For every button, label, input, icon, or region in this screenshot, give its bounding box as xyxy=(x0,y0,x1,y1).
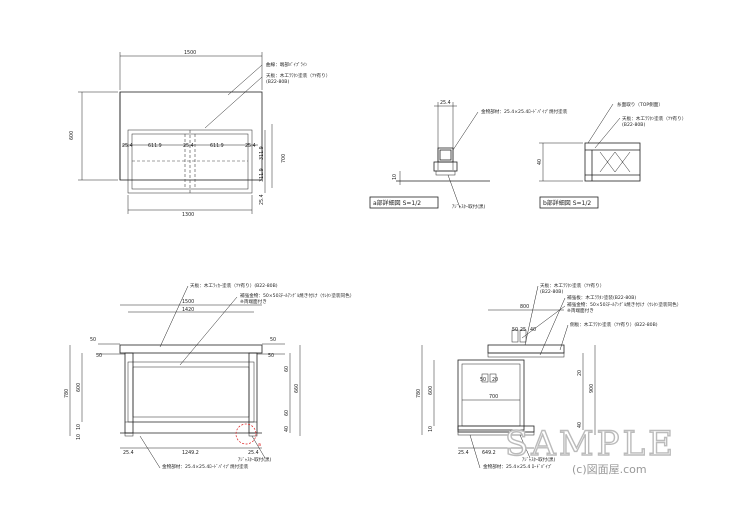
front-dim-600: 600 xyxy=(76,383,82,392)
detail-a-note-adjuster: ｱｼﾞｬｽﾀｰ取付(黒) xyxy=(452,203,486,210)
detail-a-dim-side: 10 xyxy=(392,174,398,180)
watermark: SAMPLE (c)図面屋.com xyxy=(504,423,676,476)
side-note-top-code: (B22-80B) xyxy=(540,289,563,295)
watermark-sample: SAMPLE xyxy=(505,424,676,464)
front-note-reinforce2: ※両端面付き xyxy=(240,298,267,305)
front-dim-post-right: 25.4 xyxy=(248,450,259,456)
front-note-top: 天板：木工ﾗｯｶｰ塗装（ﾂﾔ有り）(B22-80B) xyxy=(190,282,278,289)
front-note-adjuster: ｱｼﾞｬｽﾀｰ取付(黒) xyxy=(238,456,272,463)
detail-a-title: a部詳細図 S=1/2 xyxy=(373,199,421,207)
front-note-reinforce: 補強金物：50×50ｽﾁｰﾙｱﾝｸﾞﾙ焼き付け（ｳﾚﾀﾝ塗装同色） xyxy=(240,292,354,299)
note-top-board: 天板：木工ﾗﾜﾀﾝ塗装（ﾂﾔ有り） xyxy=(266,72,330,79)
side-dim-40: 40 xyxy=(577,422,583,428)
detail-a-note-frame: 金物部材：25.4×25.4ﾛｰﾄﾞﾊﾟｲﾌﾟ焼付塗装 xyxy=(481,108,568,115)
front-dim-10b: 10 xyxy=(76,434,82,440)
front-dim-50a: 50 xyxy=(90,337,96,343)
dim-depth-b: 311.9 xyxy=(259,168,265,182)
front-view: 1500 1420 50 50 50 50 780 600 10 10 660 … xyxy=(64,282,354,470)
side-dim-10: 10 xyxy=(428,426,434,432)
dim-depth-a: 311.9 xyxy=(259,146,265,160)
front-dim-50c: 50 xyxy=(270,337,276,343)
front-dim-60b: 60 xyxy=(284,410,290,416)
front-top-board xyxy=(119,344,263,354)
front-dim-50b: 50 xyxy=(96,353,102,359)
note-edge: 曲線：端部ﾊﾟｲﾌﾟﾗｲﾝ xyxy=(266,61,308,68)
side-note-frame: 金物部材：25.4×25.4 ﾛｰﾄﾞﾊﾟｲﾌﾟ xyxy=(483,463,552,470)
side-dim-25: 25 xyxy=(520,327,526,333)
detail-b-note-top: 天板：木工ﾗﾜﾀﾝ塗装（ﾂﾔ有り） xyxy=(622,115,686,122)
side-note-angle2: ※両端面付き xyxy=(567,307,594,314)
dim-depth-total: 700 xyxy=(281,154,287,163)
side-dim-649: 649.2 xyxy=(482,450,496,456)
detail-b-dim-height: 40 xyxy=(537,159,543,165)
dim-top-height: 600 xyxy=(69,131,75,140)
detail-b-note-chamfer: 糸面取り（TOP側面） xyxy=(617,101,663,108)
side-dim-780: 780 xyxy=(416,389,422,398)
front-dim-width: 1500 xyxy=(182,299,194,305)
front-dim-780: 780 xyxy=(64,389,70,398)
front-dim-post-left: 25.4 xyxy=(123,450,134,456)
top-view: 1500 1300 600 25.4 611.9 25.4 611.9 25.4… xyxy=(69,50,330,218)
side-dim-900: 900 xyxy=(589,384,595,393)
side-dim-800: 800 xyxy=(520,304,529,310)
dim-top-width: 1500 xyxy=(184,50,196,56)
side-note-angle: 補強金物：50×50ｽﾁｰﾙｱﾝｸﾞﾙ焼き付け（ｳﾚﾀﾝ塗装同色） xyxy=(567,301,681,308)
side-dim-20: 20 xyxy=(492,377,498,383)
dim-post-right: 25.4 xyxy=(245,143,256,149)
side-note-top: 天板：木工ﾗﾜﾀﾝ塗装（ﾂﾔ有り） xyxy=(540,282,604,289)
callout-a-label: a xyxy=(258,443,261,448)
dim-post-left: 25.4 xyxy=(122,143,133,149)
side-note-adjuster: ｱｼﾞｬｽﾀｰ取付(黒) xyxy=(522,456,556,463)
side-dim-50a: 50 xyxy=(512,327,518,333)
detail-b-title: b部詳細図 S=1/2 xyxy=(543,199,591,207)
dim-bay-left: 611.9 xyxy=(148,143,162,149)
front-dim-inner: 1420 xyxy=(182,307,194,313)
side-dim-25b: 25.4 xyxy=(458,450,469,456)
front-note-frame: 金物部材：25.4×25.4ﾛｰﾄﾞﾊﾟｲﾌﾟ焼付塗装 xyxy=(162,463,249,470)
callout-a-circle xyxy=(235,423,257,445)
detail-b: 40 糸面取り（TOP側面） 天板：木工ﾗﾜﾀﾝ塗装（ﾂﾔ有り） (B22-80… xyxy=(537,101,686,209)
side-dim-600: 600 xyxy=(428,386,434,395)
front-dim-bottom: 1249.2 xyxy=(182,450,199,456)
side-dim-20: 20 xyxy=(577,370,583,376)
side-dim-700: 700 xyxy=(489,394,498,400)
note-top-code: (B22-80B) xyxy=(266,79,289,85)
detail-b-note-code: (B22-80B) xyxy=(622,122,645,128)
side-note-reinforce: 補強板：木工ﾗﾜﾀﾝ塗装(B22-80B) xyxy=(567,294,636,301)
detail-a-dim-top: 25.4 xyxy=(440,100,451,106)
front-dim-660: 660 xyxy=(294,384,300,393)
dim-bay-right: 611.9 xyxy=(210,143,224,149)
detail-a: 25.4 10 金物部材：25.4×25.4ﾛｰﾄﾞﾊﾟｲﾌﾟ焼付塗装 ｱｼﾞｬ… xyxy=(369,100,568,210)
front-dim-50d: 50 xyxy=(268,353,274,359)
side-top-board xyxy=(487,344,565,354)
dim-depth-c: 25.4 xyxy=(259,194,265,205)
dim-post-mid: 25.4 xyxy=(183,143,194,149)
side-dim-50b: 50 xyxy=(480,377,486,383)
front-dim-40: 40 xyxy=(284,426,290,432)
dim-top-inner: 1300 xyxy=(182,212,194,218)
side-note-side: 側板：木工ﾗﾜﾀﾝ塗装（ﾂﾔ有り）(B22-80B) xyxy=(570,321,658,328)
front-dim-10: 10 xyxy=(76,424,82,430)
side-view: 800 50 25 40 50 20 700 649.2 25.4 780 60… xyxy=(416,282,681,470)
front-dim-60: 60 xyxy=(284,366,290,372)
watermark-credit: (c)図面屋.com xyxy=(572,463,647,476)
top-view-outline xyxy=(119,91,263,181)
